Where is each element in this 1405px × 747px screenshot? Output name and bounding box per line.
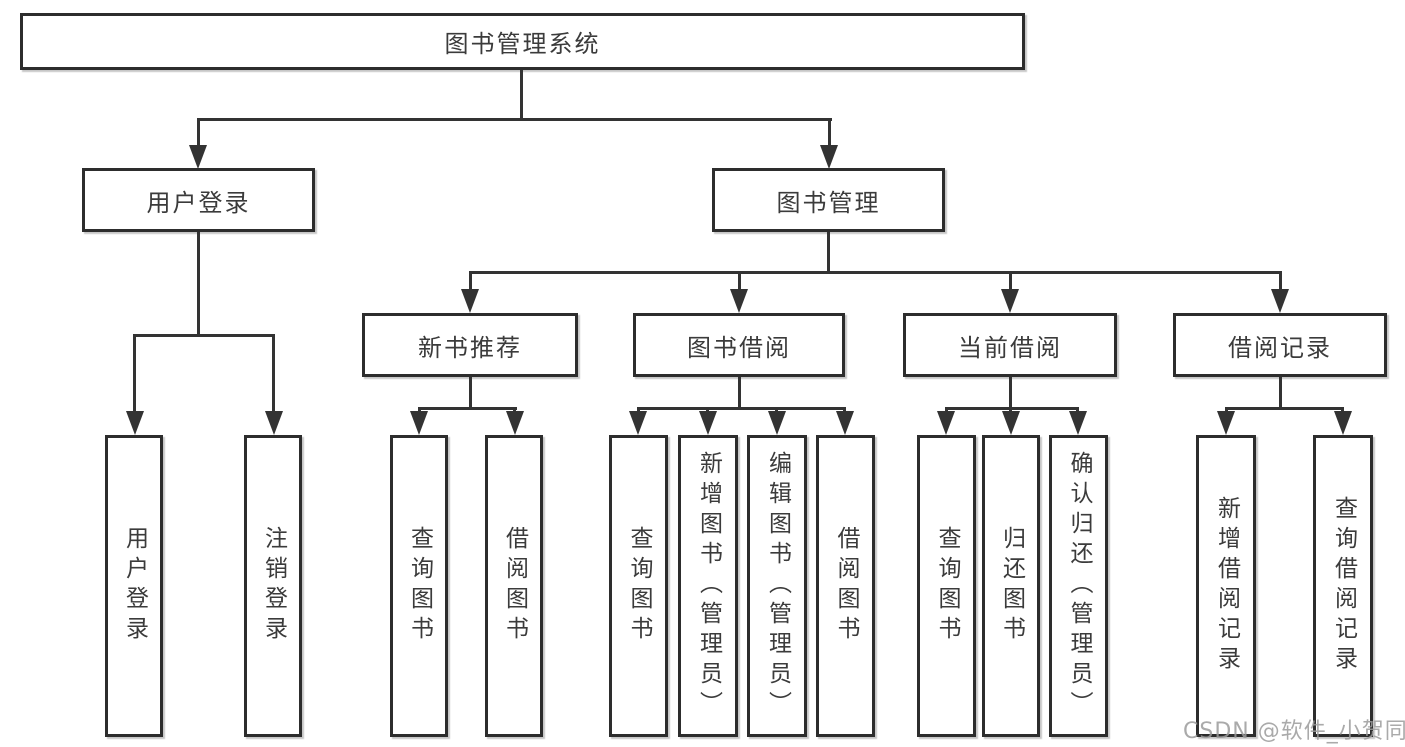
arrow-down-icon xyxy=(126,411,144,435)
node-new-book-recommendation: 新书推荐 xyxy=(362,313,578,377)
connector-line xyxy=(1279,271,1282,291)
leaf-borrow-books-recommend: 借阅图书 xyxy=(485,435,543,737)
connector-line xyxy=(1009,377,1012,409)
connector-line xyxy=(1225,407,1344,410)
arrow-down-icon xyxy=(1002,411,1020,435)
connector-line xyxy=(469,271,1282,274)
leaf-add-book-admin: 新增图书（管理员） xyxy=(678,435,738,737)
arrow-down-icon xyxy=(768,411,786,435)
arrow-down-icon xyxy=(1334,411,1352,435)
arrow-down-icon xyxy=(699,411,717,435)
leaf-query-borrow-record: 查询借阅记录 xyxy=(1313,435,1373,737)
leaf-confirm-return-admin: 确认归还（管理员） xyxy=(1049,435,1108,737)
arrow-down-icon xyxy=(265,411,283,435)
arrow-down-icon xyxy=(506,411,524,435)
connector-line xyxy=(197,118,832,121)
arrow-down-icon xyxy=(1271,289,1289,313)
node-borrowing-records: 借阅记录 xyxy=(1173,313,1387,377)
connector-line xyxy=(197,118,200,148)
arrow-down-icon xyxy=(937,411,955,435)
node-library-management-system: 图书管理系统 xyxy=(20,13,1025,70)
connector-line xyxy=(738,377,741,409)
connector-line xyxy=(945,407,1079,410)
node-user-login: 用户登录 xyxy=(82,168,315,232)
leaf-logout: 注销登录 xyxy=(244,435,302,737)
leaf-add-borrow-record: 新增借阅记录 xyxy=(1196,435,1256,737)
connector-line xyxy=(520,70,523,121)
arrow-down-icon xyxy=(730,289,748,313)
leaf-user-login: 用户登录 xyxy=(105,435,163,737)
leaf-query-books-current: 查询图书 xyxy=(917,435,976,737)
connector-line xyxy=(738,271,741,291)
connector-line xyxy=(469,377,472,409)
node-current-borrowing: 当前借阅 xyxy=(903,313,1117,377)
connector-line xyxy=(272,334,275,412)
arrow-down-icon xyxy=(189,145,207,169)
connector-line xyxy=(828,118,831,148)
connector-line xyxy=(133,334,136,412)
leaf-edit-book-admin: 编辑图书（管理员） xyxy=(747,435,807,737)
arrow-down-icon xyxy=(820,145,838,169)
arrow-down-icon xyxy=(1001,289,1019,313)
arrow-down-icon xyxy=(410,411,428,435)
connector-line xyxy=(1279,377,1282,409)
connector-line xyxy=(1009,271,1012,291)
leaf-query-books-recommend: 查询图书 xyxy=(390,435,448,737)
connector-line xyxy=(197,232,200,336)
leaf-borrow-books-borrowing: 借阅图书 xyxy=(816,435,875,737)
arrow-down-icon xyxy=(1217,411,1235,435)
node-book-borrowing: 图书借阅 xyxy=(633,313,845,377)
connector-line xyxy=(133,334,275,337)
leaf-query-books-borrowing: 查询图书 xyxy=(609,435,668,737)
connector-line xyxy=(469,271,472,291)
arrow-down-icon xyxy=(1069,411,1087,435)
leaf-return-book: 归还图书 xyxy=(982,435,1040,737)
csdn-watermark: CSDN @软件_小贺同学 xyxy=(1183,719,1405,744)
connector-line xyxy=(637,407,846,410)
connector-line xyxy=(827,232,830,274)
arrow-down-icon xyxy=(629,411,647,435)
arrow-down-icon xyxy=(461,289,479,313)
connector-line xyxy=(418,407,517,410)
node-book-management: 图书管理 xyxy=(712,168,945,232)
arrow-down-icon xyxy=(836,411,854,435)
